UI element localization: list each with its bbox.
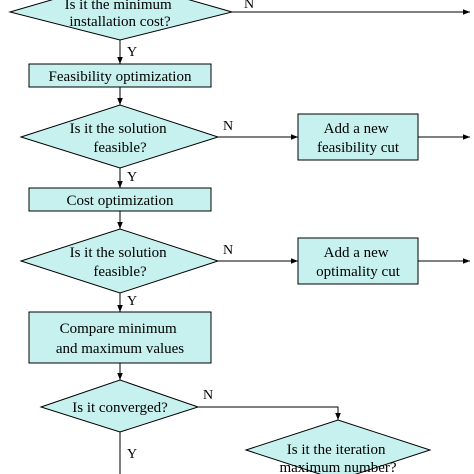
process-shape xyxy=(28,63,212,88)
decision-text-line1: Is it the solution xyxy=(70,121,168,137)
decision-shape xyxy=(39,379,200,433)
process-text: Feasibility optimization xyxy=(49,69,192,85)
process-text-line2: feasibility cut xyxy=(317,140,400,156)
decision-iteration-max: Is it the iteration maximum number? xyxy=(244,419,432,474)
decision-text: Is it converged? xyxy=(72,400,168,416)
process-shape xyxy=(28,187,212,212)
process-compare-values: Compare minimum and maximum values xyxy=(28,311,212,364)
edge-d4-no xyxy=(198,406,341,420)
process-shape xyxy=(297,237,419,285)
label-d3-yes: Y xyxy=(127,294,137,309)
process-text-line2: and maximum values xyxy=(56,341,184,357)
process-text-line1: Add a new xyxy=(324,245,389,261)
label-d4-yes: Y xyxy=(127,447,137,462)
edge-labels: N Y N Y N Y N Y xyxy=(127,0,254,462)
process-feasibility-optimization: Feasibility optimization xyxy=(28,63,212,88)
svg-text:Is it the solution feasi: Is it the solution feasible? xyxy=(70,121,171,156)
decision-text-line2: feasible? xyxy=(93,264,147,280)
label-d3-no: N xyxy=(223,243,233,258)
label-d1-yes: Y xyxy=(127,45,137,60)
svg-text:Compare minimum and maxi: Compare minimum and maximum values xyxy=(56,321,184,357)
decision-converged: Is it converged? xyxy=(39,379,200,433)
decision-text-line1: Is it the minimum xyxy=(65,0,172,13)
svg-text:Is it the solution feasi: Is it the solution feasible? xyxy=(70,245,171,280)
process-text-line2: optimality cut xyxy=(316,264,401,280)
svg-text:Add a new feasibility cu: Add a new feasibility cut xyxy=(317,121,400,156)
svg-text:Is it the minimum instal: Is it the minimum installation cost? xyxy=(65,0,176,30)
process-text-line1: Compare minimum xyxy=(60,321,177,337)
process-text: Cost optimization xyxy=(66,193,174,209)
process-add-feasibility-cut: Add a new feasibility cut xyxy=(297,113,419,161)
process-text-line1: Add a new xyxy=(324,121,389,137)
connectors xyxy=(117,9,470,474)
decision-solution-feasible-1: Is it the solution feasible? xyxy=(19,104,220,169)
decision-text-line2: installation cost? xyxy=(69,14,171,30)
decision-text-line1: Is it the solution xyxy=(70,245,168,261)
decision-text-line2: feasible? xyxy=(93,140,147,156)
decision-text-line1: Is it the iteration xyxy=(287,442,386,458)
svg-text:Is it the iteration maxi: Is it the iteration maximum number? xyxy=(279,442,396,474)
decision-shape xyxy=(19,104,220,169)
label-d2-no: N xyxy=(223,119,233,134)
process-cost-optimization: Cost optimization xyxy=(28,187,212,212)
decision-shape xyxy=(19,228,220,294)
decision-shape xyxy=(8,0,234,41)
decision-solution-feasible-2: Is it the solution feasible? xyxy=(19,228,220,294)
decision-shape xyxy=(244,419,432,474)
decision-text-line2: maximum number? xyxy=(279,460,396,474)
svg-text:Add a new optimality cut: Add a new optimality cut xyxy=(316,245,401,280)
label-d4-no: N xyxy=(203,388,213,403)
process-shape xyxy=(297,113,419,161)
process-add-optimality-cut: Add a new optimality cut xyxy=(297,237,419,285)
label-d2-yes: Y xyxy=(127,170,137,185)
process-shape xyxy=(28,311,212,364)
decision-min-cost: Is it the minimum installation cost? xyxy=(8,0,234,41)
label-d1-no: N xyxy=(244,0,254,12)
